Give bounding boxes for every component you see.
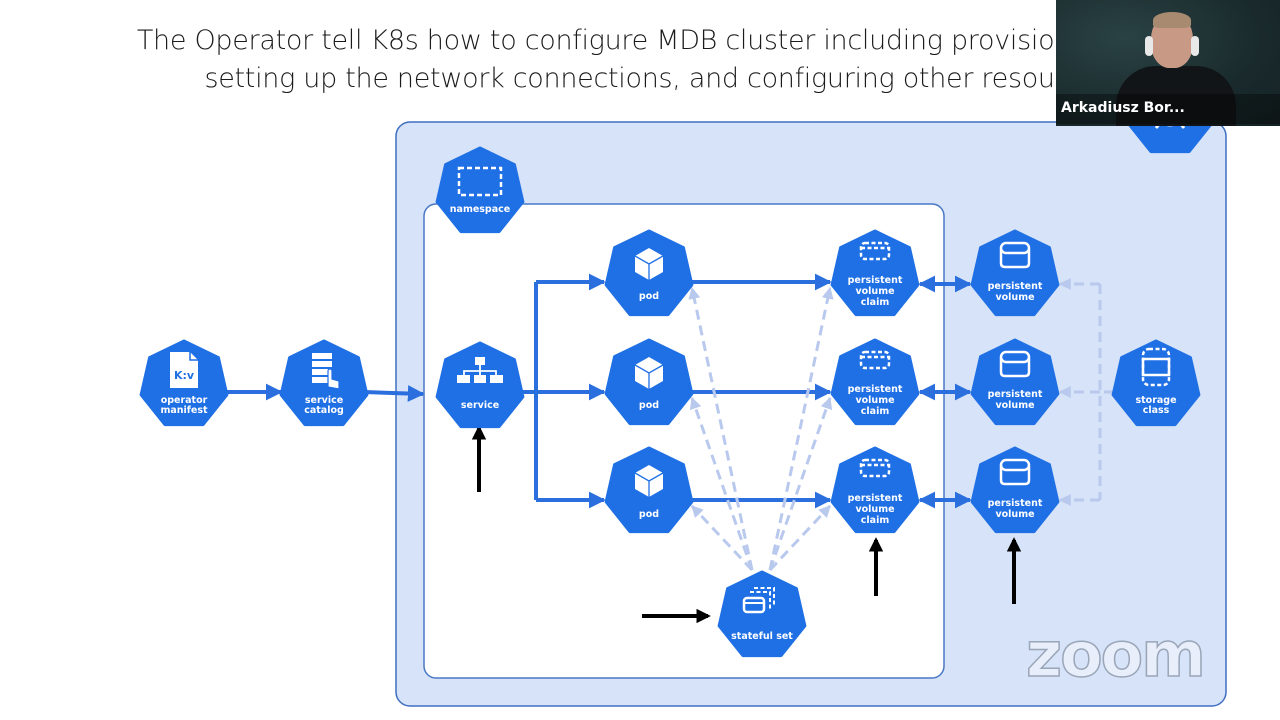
pv-1-label-1: persistent — [988, 281, 1043, 292]
service-node — [435, 341, 525, 429]
video-name-bar — [1056, 94, 1280, 124]
pvc-3-label-3: claim — [861, 515, 890, 526]
slide-title-line-1: The Operator tell K8s how to configure M… — [136, 25, 1096, 56]
pvc-2-label-1: persistent — [848, 384, 903, 395]
dashed-cylinder-icon — [859, 241, 891, 261]
pv-2-node-shape — [970, 338, 1060, 426]
pv-3-label-2: volume — [995, 509, 1034, 520]
dashed-rect-icon — [457, 166, 503, 197]
participant-body — [1116, 66, 1236, 126]
dashed-storage-icon — [1141, 347, 1171, 387]
stateful-set-node-shape — [717, 570, 807, 658]
cylinder-icon — [999, 458, 1031, 486]
hierarchy-icon — [457, 357, 503, 383]
pointer-arrows — [471, 425, 1022, 624]
pvc-2-label-3: claim — [861, 406, 890, 417]
cylinder-icon — [999, 241, 1031, 269]
pvc-1-label-3: claim — [861, 297, 890, 308]
storage-class-label-1: storage — [1135, 395, 1176, 406]
storage-class-node — [1111, 339, 1201, 427]
dashed-statefulset-to-pvc-3 — [768, 504, 832, 572]
slide-title-line-2: setting up the network connections, and … — [204, 63, 1066, 94]
document-icon — [170, 352, 198, 388]
pod-2-node — [604, 338, 694, 426]
pvc-3-node-shape — [830, 446, 920, 534]
slide-title: The Operator tell K8s how to configure M… — [0, 22, 1160, 98]
pvc-1-label-2: volume — [855, 286, 894, 297]
service-catalog-label-2: catalog — [304, 405, 344, 416]
participant-name: Arkadiusz Bor... — [1061, 100, 1185, 116]
cube-icon — [634, 248, 664, 280]
cube-icon — [634, 465, 664, 497]
pv-3-label-1: persistent — [988, 498, 1043, 509]
pod-2-label: pod — [639, 400, 659, 411]
zoom-watermark: zoom — [1025, 618, 1206, 691]
stateful-set-node — [717, 570, 807, 658]
pod-1-node — [604, 229, 694, 317]
catalog-icon — [312, 353, 340, 390]
service-catalog-label-1: service — [305, 395, 343, 406]
headphone-right — [1191, 36, 1199, 56]
pv-2-label-1: persistent — [988, 389, 1043, 400]
pod-3-label: pod — [639, 509, 659, 520]
pv-3-node — [970, 446, 1060, 534]
pvc-3-node — [830, 446, 920, 534]
pvc-1-node-shape — [830, 229, 920, 317]
pod-1-label: pod — [639, 291, 659, 302]
dashed-statefulset-to-pvc-1 — [768, 286, 834, 571]
service-catalog-node — [279, 339, 369, 427]
storage-class-label-2: class — [1143, 405, 1170, 416]
cube-icon — [634, 357, 664, 389]
cylinder-icon — [999, 350, 1031, 378]
service-node-shape — [435, 341, 525, 429]
pv-2-label-2: volume — [995, 400, 1034, 411]
participant-hair — [1153, 12, 1191, 28]
pv-1-node-shape — [970, 229, 1060, 317]
dashed-cylinder-icon — [859, 458, 891, 478]
pvc-3-label-2: volume — [855, 504, 894, 515]
pvc-2-node — [830, 338, 920, 426]
operator-manifest-node — [139, 339, 229, 427]
pvc-3-label-1: persistent — [848, 493, 903, 504]
storage-class-node-shape — [1111, 339, 1201, 427]
dashed-connectors — [688, 278, 1114, 572]
operator-manifest-label-2: manifest — [160, 405, 208, 416]
pvc-2-label-2: volume — [855, 395, 894, 406]
pv-1-label-2: volume — [995, 292, 1034, 303]
dashed-statefulset-to-pod-2 — [689, 396, 754, 571]
pv-1-node — [970, 229, 1060, 317]
pv-2-node — [970, 338, 1060, 426]
participant-video-tile[interactable]: Arkadiusz Bor... — [1056, 0, 1280, 126]
dashed-cylinder-icon — [859, 350, 891, 370]
stateful-icon — [742, 587, 775, 614]
namespace-node — [435, 146, 525, 234]
namespace-label: namespace — [450, 204, 510, 215]
pvc-1-node — [830, 229, 920, 317]
operator-manifest-icon-text: K:v — [174, 369, 195, 382]
connector-catalog-to-service — [363, 385, 425, 402]
operator-manifest-label-1: operator — [161, 395, 208, 406]
node-labels: operator manifest K:v service catalog na… — [160, 204, 1176, 642]
namespace-box — [423, 203, 945, 679]
stateful-set-label: stateful set — [731, 631, 793, 642]
pvc-2-node-shape — [830, 338, 920, 426]
dashed-statefulset-to-pvc-2 — [768, 396, 833, 571]
dashed-statefulset-to-pod-3 — [690, 504, 754, 572]
dashed-statefulset-to-pod-1 — [688, 286, 754, 571]
service-label: service — [461, 400, 499, 411]
pvc-1-label-1: persistent — [848, 275, 903, 286]
pv-3-node-shape — [970, 446, 1060, 534]
pod-3-node — [604, 446, 694, 534]
headphone-left — [1145, 36, 1153, 56]
